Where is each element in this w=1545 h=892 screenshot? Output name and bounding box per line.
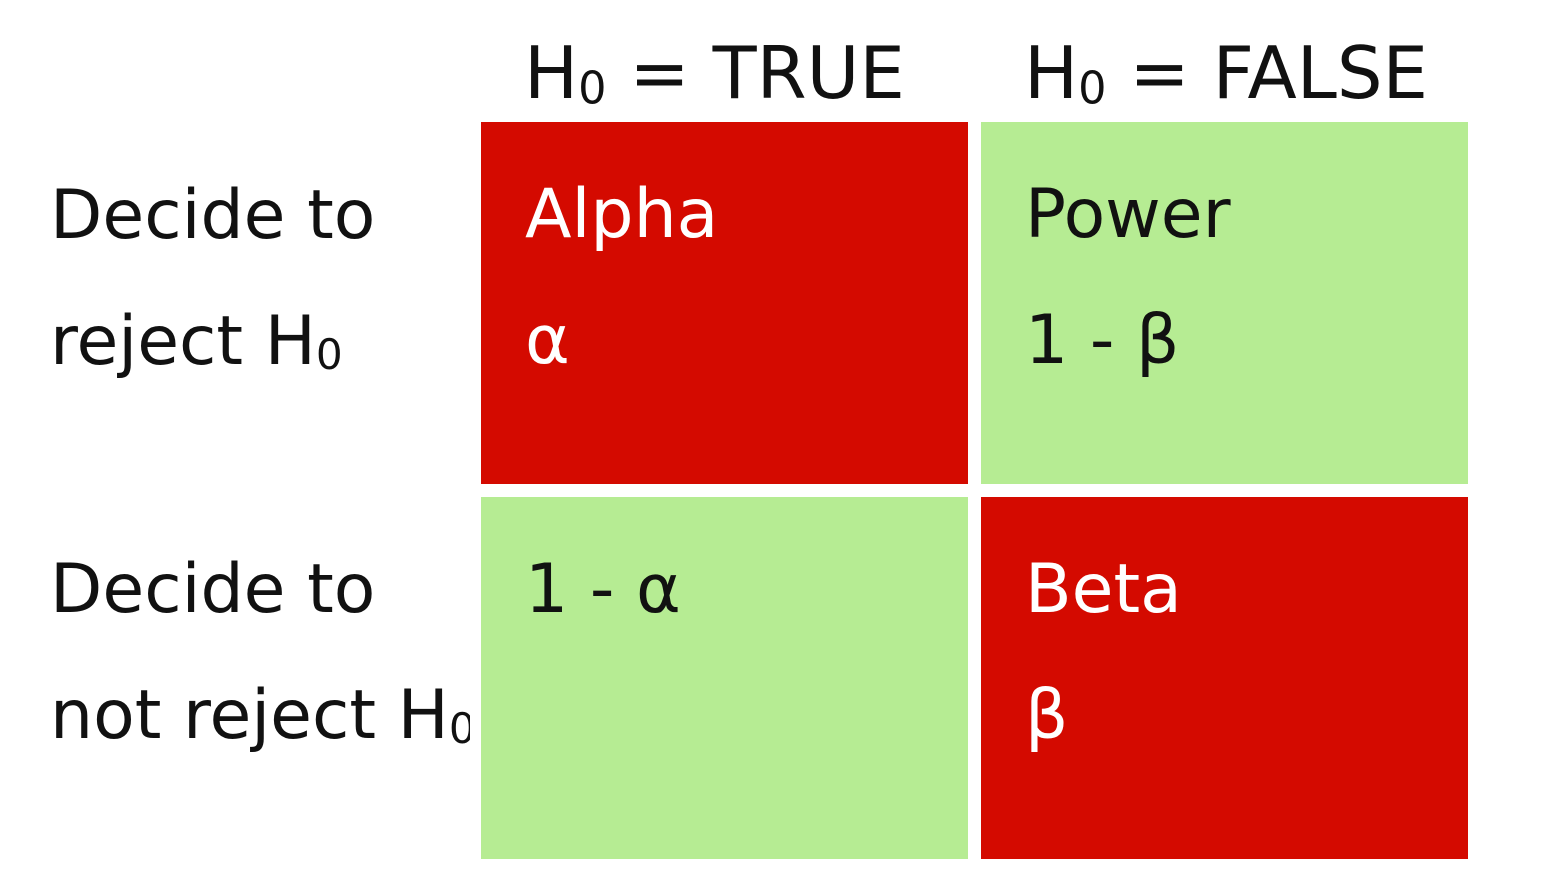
cell-name: Power xyxy=(1025,175,1231,254)
column-header-h: H xyxy=(524,31,579,115)
cell-name: 1 - α xyxy=(525,550,681,629)
column-header-text: = TRUE xyxy=(606,31,905,115)
row-label-line2: not reject H0 xyxy=(50,653,470,779)
cell-alpha: Alpha α xyxy=(481,122,968,484)
row-label-line2-text: not reject H xyxy=(50,676,449,755)
column-header-h0-true: H0 = TRUE xyxy=(524,28,905,118)
column-header-h: H xyxy=(1024,31,1079,115)
cell-symbol: β xyxy=(1025,676,1069,755)
column-header-subscript: 0 xyxy=(578,62,607,115)
row-label-line2-text: reject H xyxy=(50,302,316,381)
row-label-subscript: 0 xyxy=(448,704,470,754)
cell-power: Power 1 - β xyxy=(981,122,1468,484)
row-label-line2: reject H0 xyxy=(50,279,470,405)
cell-name: Beta xyxy=(1025,550,1182,629)
column-header-subscript: 0 xyxy=(1078,62,1107,115)
cell-symbol: α xyxy=(525,301,570,380)
row-label-subscript: 0 xyxy=(315,330,343,380)
row-label-not-reject: Decide to not reject H0 xyxy=(50,527,470,779)
column-header-text: = FALSE xyxy=(1106,31,1429,115)
cell-symbol: 1 - β xyxy=(1025,301,1180,380)
row-label-line1: Decide to xyxy=(50,550,376,629)
cell-beta: Beta β xyxy=(981,497,1468,859)
column-header-h0-false: H0 = FALSE xyxy=(1024,28,1428,118)
cell-name: Alpha xyxy=(525,175,719,254)
row-label-reject: Decide to reject H0 xyxy=(50,153,470,405)
row-label-line1: Decide to xyxy=(50,176,376,255)
cell-one-minus-alpha: 1 - α xyxy=(481,497,968,859)
